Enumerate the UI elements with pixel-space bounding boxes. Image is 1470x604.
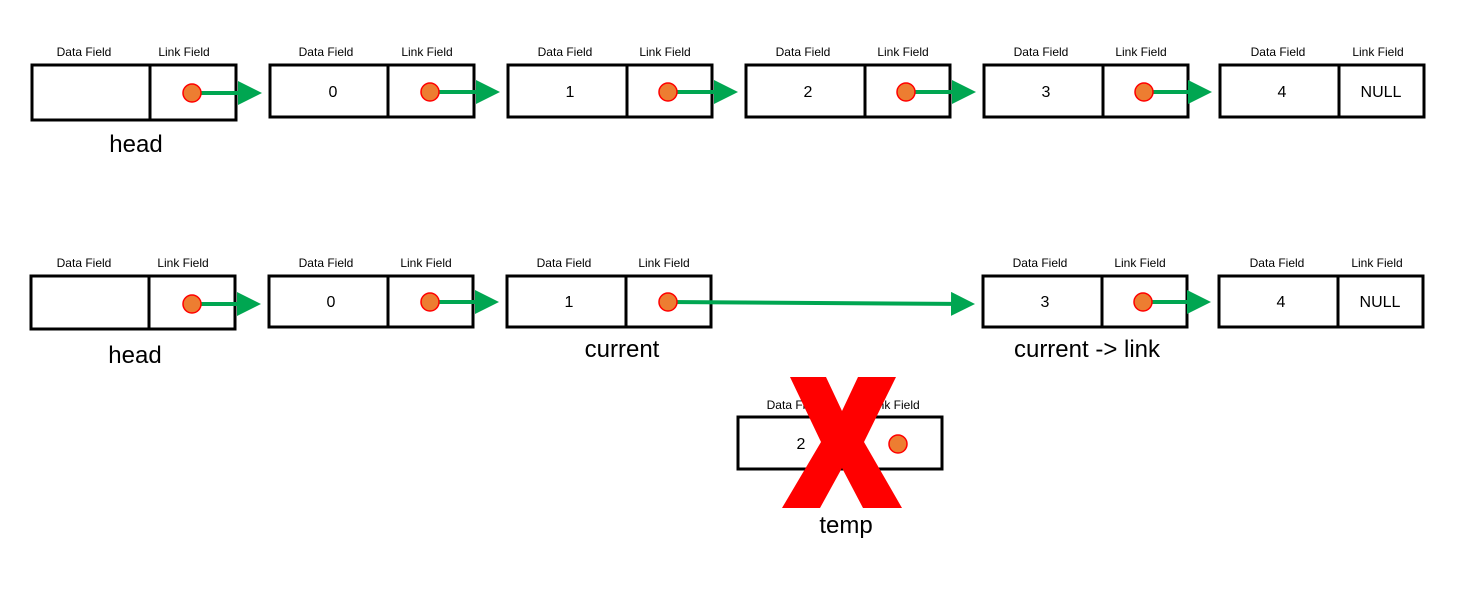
node-head: Data Field Link Field [30, 45, 238, 122]
bypass-link-arrow [667, 291, 975, 316]
node-3-current-link: Data Field Link Field 3 [981, 256, 1189, 329]
data-field-label: Data Field [299, 45, 354, 59]
node-3: Data Field Link Field 3 [982, 45, 1190, 119]
link-field-label: Link Field [1114, 256, 1165, 270]
link-field-label: Link Field [157, 256, 208, 270]
pointer-dot [420, 82, 440, 102]
data-value: 2 [797, 436, 806, 453]
pointer-dot [658, 82, 678, 102]
list-after: Data Field Link Field Data Field Link Fi… [29, 256, 1425, 369]
pointer-dot [658, 292, 678, 312]
data-value: 4 [1277, 294, 1286, 311]
pointer-dot [1133, 292, 1153, 312]
link-field-label: Link Field [1352, 45, 1403, 59]
pointer-dot [1134, 82, 1154, 102]
null-link: NULL [1361, 84, 1402, 101]
pointer-dot [420, 292, 440, 312]
null-link: NULL [1360, 294, 1401, 311]
data-field-label: Data Field [57, 45, 112, 59]
data-value: 3 [1042, 84, 1051, 101]
list-before: Data Field Link Field Data Field Link Fi… [30, 45, 1426, 158]
node-1-current: Data Field Link Field 1 [505, 256, 713, 329]
data-field-label: Data Field [538, 45, 593, 59]
link-field-label: Link Field [400, 256, 451, 270]
pointer-dot [888, 434, 908, 454]
pointer-dot [182, 294, 202, 314]
data-value: 0 [329, 84, 338, 101]
node-4: Data Field Link Field 4 NULL [1218, 45, 1426, 119]
head-label: head [109, 131, 162, 158]
data-field-label: Data Field [57, 256, 112, 270]
temp-label: temp [819, 512, 872, 539]
current-label: current [585, 336, 660, 363]
data-value: 1 [565, 294, 574, 311]
data-field-label: Data Field [776, 45, 831, 59]
data-field-label: Data Field [299, 256, 354, 270]
data-field-label: Data Field [1251, 45, 1306, 59]
link-field-label: Link Field [639, 45, 690, 59]
data-field-label: Data Field [1014, 45, 1069, 59]
data-value: 4 [1278, 84, 1287, 101]
data-field-label: Data Field [537, 256, 592, 270]
removed-node-temp: Data Field Link Field 2 temp [736, 377, 944, 539]
node-head: Data Field Link Field [29, 256, 237, 331]
data-field-label: Data Field [1013, 256, 1068, 270]
link-field-label: Link Field [877, 45, 928, 59]
node-2: Data Field Link Field 2 [744, 45, 952, 119]
data-field-label: Data Field [1250, 256, 1305, 270]
link-field-label: Link Field [638, 256, 689, 270]
data-value: 3 [1041, 294, 1050, 311]
data-value: 0 [327, 294, 336, 311]
pointer-dot [896, 82, 916, 102]
node-box [1218, 63, 1426, 119]
node-0: Data Field Link Field 0 [267, 256, 475, 329]
node-box [1217, 274, 1425, 329]
link-field-label: Link Field [158, 45, 209, 59]
node-0: Data Field Link Field 0 [268, 45, 476, 119]
head-label: head [108, 342, 161, 369]
data-value: 1 [566, 84, 575, 101]
link-field-label: Link Field [1351, 256, 1402, 270]
data-value: 2 [804, 84, 813, 101]
link-field-label: Link Field [1115, 45, 1166, 59]
link-field-label: Link Field [401, 45, 452, 59]
node-4: Data Field Link Field 4 NULL [1217, 256, 1425, 329]
current-link-label: current -> link [1014, 336, 1161, 363]
delete-cross-icon [782, 377, 902, 508]
node-1: Data Field Link Field 1 [506, 45, 714, 119]
pointer-dot [182, 83, 202, 103]
